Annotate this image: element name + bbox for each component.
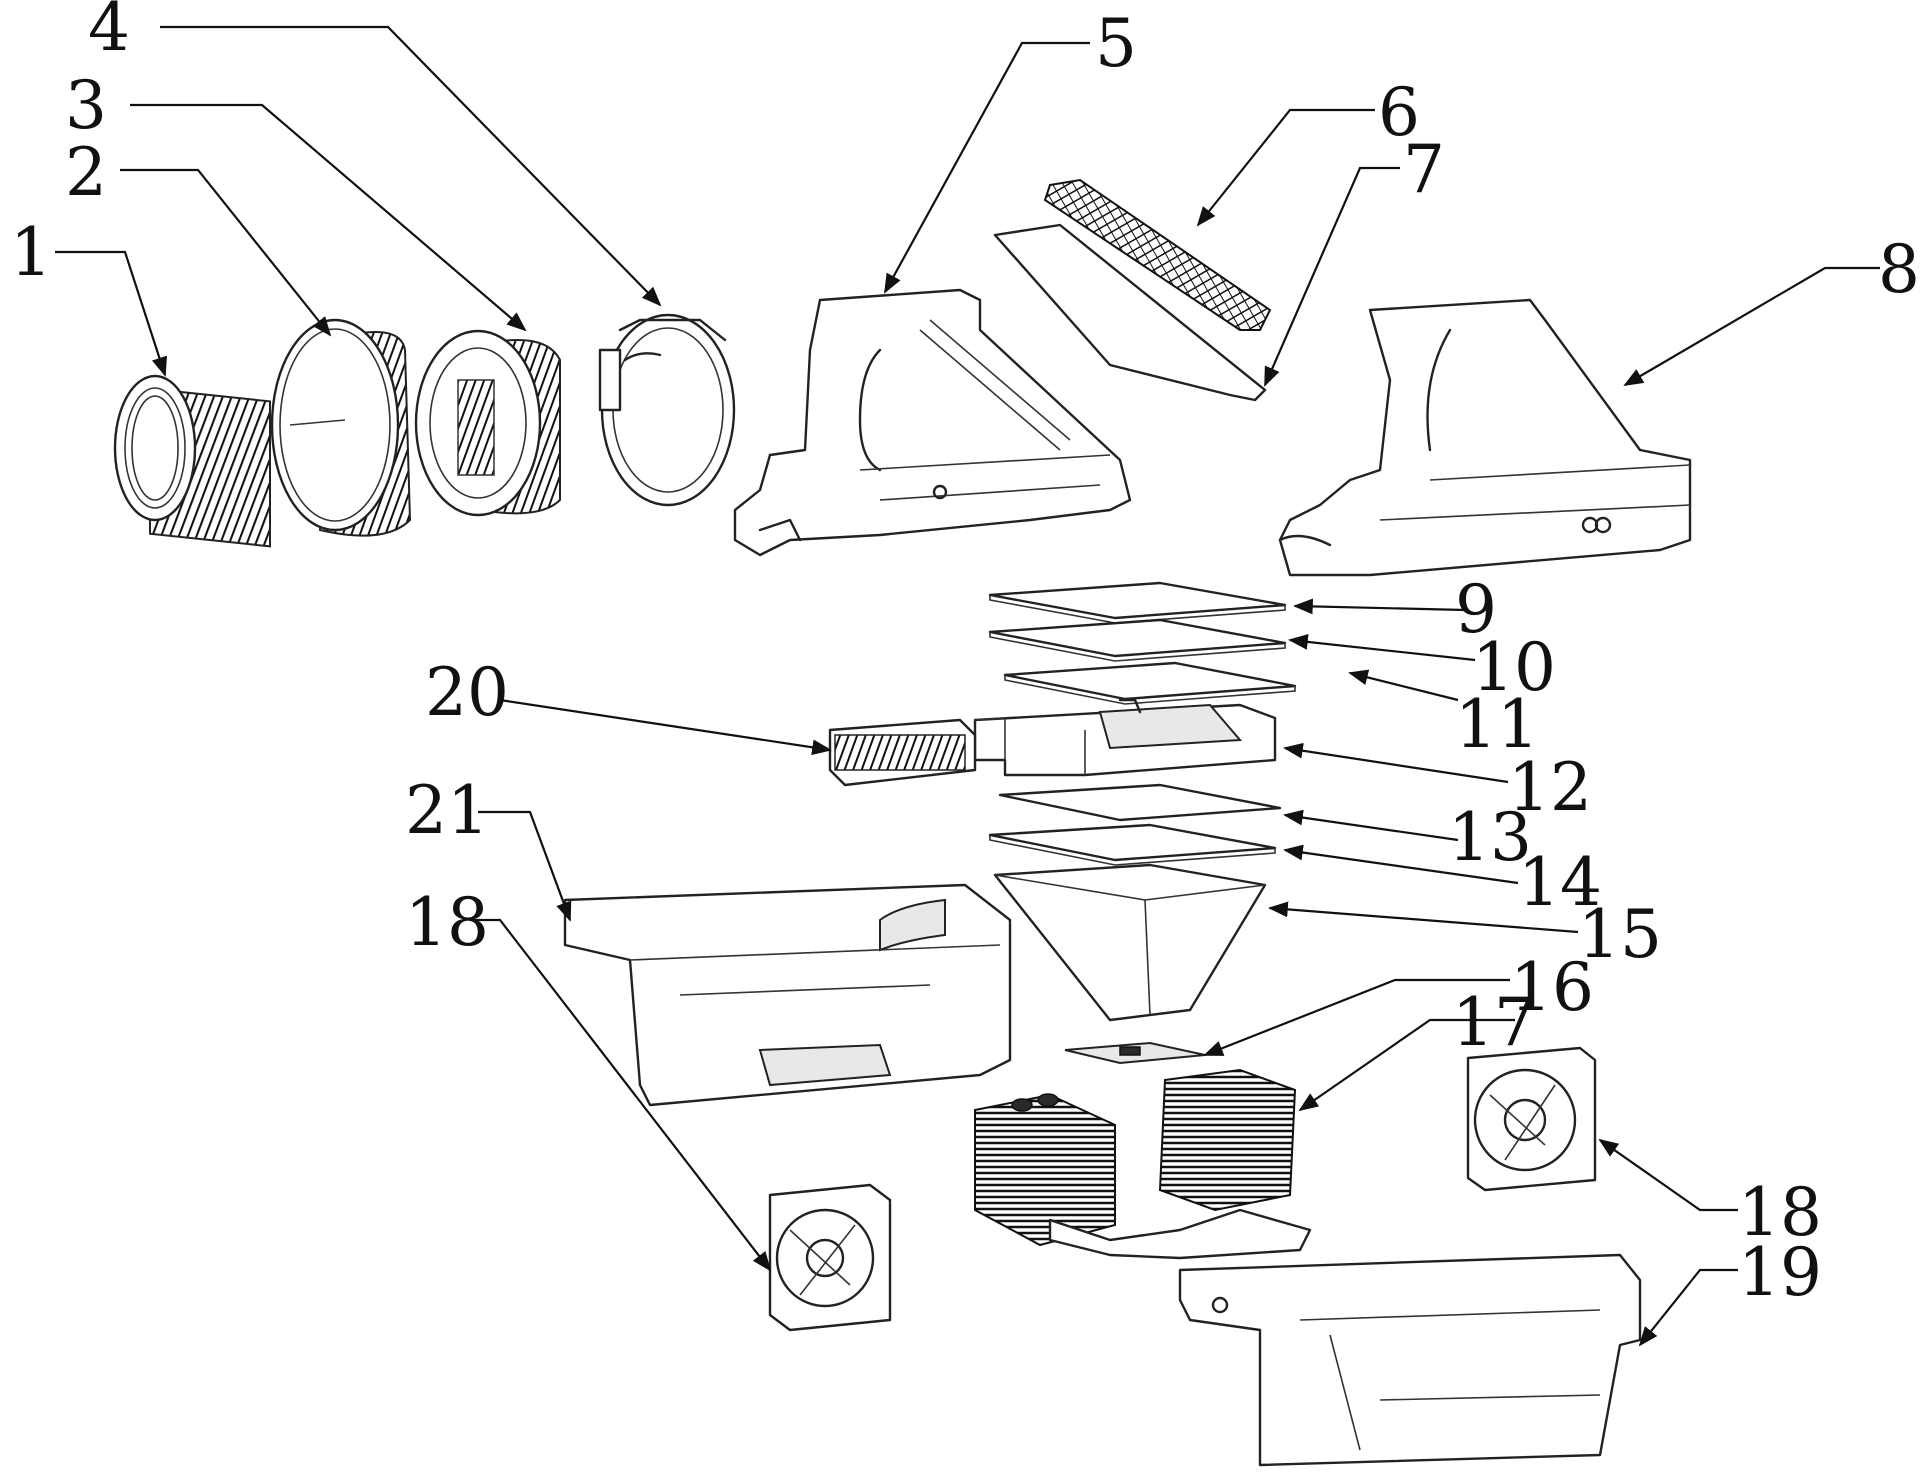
part-15-funnel <box>995 865 1265 1020</box>
leader-7 <box>1265 168 1400 385</box>
leader-9 <box>1295 606 1465 610</box>
leader-4 <box>160 27 660 305</box>
leader-6 <box>1198 110 1375 225</box>
label-21: 21 <box>405 772 489 849</box>
leader-19 <box>1640 1270 1738 1345</box>
part-19-bottom-housing <box>1180 1255 1640 1465</box>
part-17-heatsinks <box>975 1070 1310 1258</box>
part-11-plate <box>1005 663 1295 704</box>
label-20: 20 <box>425 654 509 731</box>
part-13-plate <box>1000 785 1280 820</box>
part-12-frame <box>975 700 1275 775</box>
callout-labels: 1 2 3 4 5 6 7 8 9 10 11 12 13 14 15 16 1… <box>10 0 1920 1311</box>
part-21-bracket <box>565 885 1010 1105</box>
label-4: 4 <box>88 0 130 66</box>
part-2-grip-ring <box>272 320 410 536</box>
label-19: 19 <box>1738 1234 1822 1311</box>
part-1-threaded-ring <box>115 376 270 546</box>
label-1: 1 <box>10 214 52 291</box>
leader-21 <box>478 812 570 920</box>
leader-18-right <box>1600 1140 1738 1210</box>
leader-1 <box>55 252 165 375</box>
part-20-blower <box>830 720 975 785</box>
label-5: 5 <box>1095 5 1137 82</box>
label-17: 17 <box>1452 984 1536 1061</box>
part-4-clip-ring <box>600 315 734 505</box>
leader-11 <box>1350 673 1458 700</box>
leader-8 <box>1625 268 1880 385</box>
part-18-fan-right <box>1468 1048 1595 1190</box>
label-18-left: 18 <box>405 884 489 961</box>
label-3: 3 <box>65 67 107 144</box>
leader-3 <box>130 105 525 330</box>
leader-2 <box>120 170 330 335</box>
leader-10 <box>1290 640 1475 660</box>
part-3-ring-with-insert <box>416 331 560 515</box>
part-9-plate <box>990 583 1285 623</box>
part-8-rear-housing <box>1280 300 1690 575</box>
leader-13 <box>1285 815 1458 840</box>
part-14-plate <box>990 825 1275 865</box>
part-10-plate <box>990 620 1285 661</box>
part-16-small-plate <box>1065 1043 1205 1063</box>
part-18-fan-left <box>770 1185 890 1330</box>
leader-lines <box>55 27 1880 1345</box>
label-2: 2 <box>65 134 107 211</box>
label-8: 8 <box>1878 231 1920 308</box>
part-5-front-housing <box>735 290 1130 555</box>
label-7: 7 <box>1403 131 1445 208</box>
leader-20 <box>500 700 830 750</box>
